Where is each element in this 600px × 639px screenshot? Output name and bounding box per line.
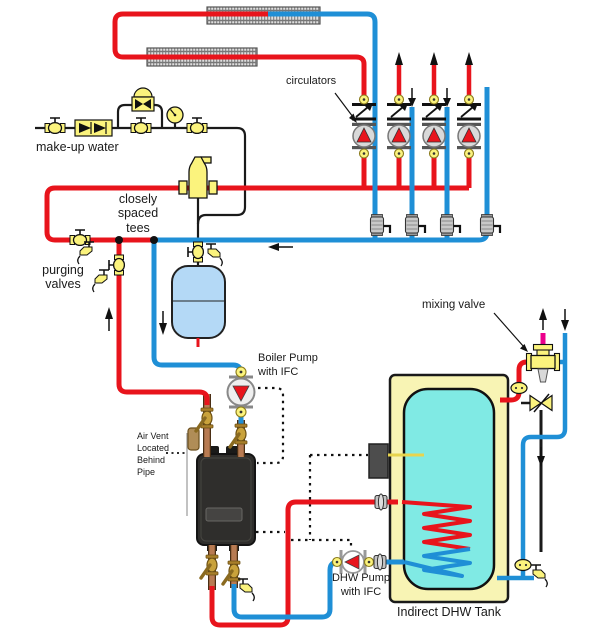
indirect-dhw-tank [388, 373, 510, 604]
circulator-4 [456, 94, 482, 159]
coil-inlet-union [374, 493, 388, 511]
mixed-hot-out-arrow [539, 308, 547, 330]
boiler-pump [226, 366, 256, 418]
boiler-supply-isolation-valve [108, 254, 126, 276]
zone-return-valve-4 [479, 213, 502, 237]
circulator-2 [386, 94, 412, 159]
label-air-vent-note: Air Vent Located Behind Pipe [137, 431, 170, 478]
boiler-supply-flow-arrow [105, 307, 113, 331]
relief-discharge-line [521, 401, 543, 552]
zone-supply-arrow-2 [430, 52, 438, 65]
boiler [196, 446, 256, 551]
circulator-3 [421, 94, 447, 159]
makeup-shutoff-valve-2 [130, 117, 152, 135]
pressure-gauge [166, 106, 184, 124]
makeup-shutoff-valve-3 [186, 117, 208, 135]
zone-return-valve-2 [404, 213, 427, 237]
boiler-display-panel [205, 507, 243, 522]
zone-supply-arrow-1 [395, 52, 403, 65]
boiler-return-brass-valve [228, 422, 249, 449]
label-indirect-dhw-tank: Indirect DHW Tank [397, 605, 501, 619]
cold-in-arrow [561, 309, 569, 331]
tank-aquastat [368, 443, 424, 479]
mixing-valve-leader [493, 312, 528, 352]
tank-cold-inlet-union [514, 558, 532, 572]
zone-return-arrow-2 [443, 88, 451, 107]
boiler-return-flow-arrow [159, 311, 167, 335]
control-wiring [251, 386, 368, 547]
relief-discharge-arrow [537, 447, 545, 467]
tank-coil-hot [401, 500, 472, 551]
closely-spaced-tee-2 [150, 236, 158, 244]
closely-spaced-tee-1 [115, 236, 123, 244]
label-boiler-pump: Boiler Pump with IFC [258, 352, 318, 379]
dhw-pump [331, 550, 375, 574]
hot-supply-piping [44, 11, 533, 628]
air-separator [178, 156, 218, 199]
tank-outlet-union [510, 381, 528, 395]
label-closely-spaced-tees: closely spaced tees [117, 192, 159, 235]
zone-return-valve-3 [439, 213, 462, 237]
label-mixing-valve: mixing valve [422, 299, 486, 311]
zone-return-valve-1 [369, 213, 392, 237]
boiler-supply-brass-valve [194, 406, 215, 433]
pressure-reducing-valve [131, 87, 155, 112]
backflow-preventer [74, 119, 113, 137]
label-make-up-water: make-up water [36, 140, 119, 154]
label-dhw-pump: DHW Pump with IFC [331, 572, 391, 598]
main-return-flow-arrow [268, 243, 293, 251]
relief-valve [529, 393, 553, 413]
mixing-valve [525, 343, 561, 383]
dhw-return-brass-valve [221, 559, 242, 586]
expansion-tank-valve [187, 241, 205, 263]
coil-outlet-union [373, 553, 387, 571]
zone-return-arrow-1 [408, 88, 416, 107]
makeup-shutoff-valve-1 [44, 117, 66, 135]
flow-arrows [105, 52, 569, 467]
boiler-drain-valve [237, 578, 256, 602]
label-purging-valves: purging valves [42, 263, 84, 292]
circulator-1 [351, 94, 377, 159]
label-circulators: circulators [286, 75, 337, 87]
air-vent [187, 427, 200, 451]
dhw-supply-brass-valve [199, 553, 220, 580]
expansion-drain-valve [205, 243, 224, 267]
zone-supply-arrow-3 [465, 52, 473, 65]
tank-coil-return [403, 547, 472, 578]
purge-shutoff-valve [69, 229, 91, 247]
